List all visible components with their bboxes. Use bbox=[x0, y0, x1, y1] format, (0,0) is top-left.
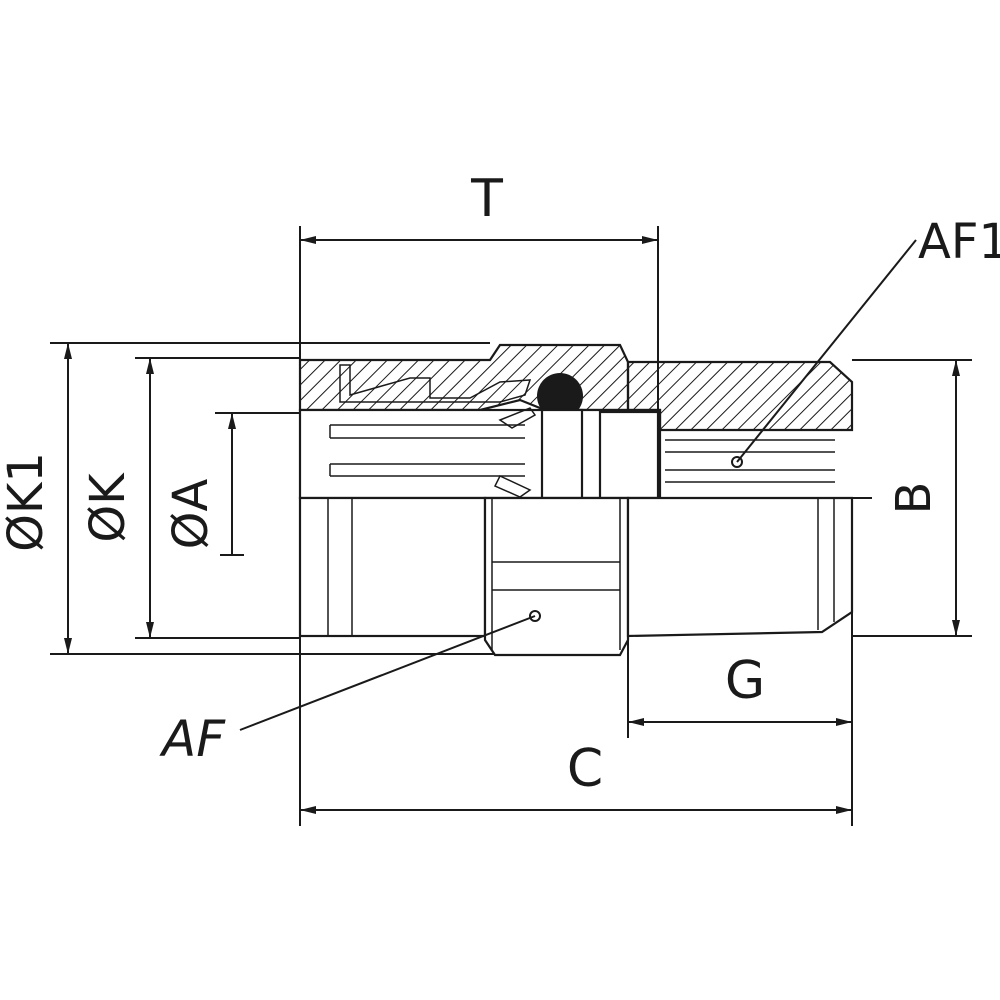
hex-nut bbox=[483, 496, 630, 657]
collet-pocket bbox=[339, 364, 532, 403]
label-K: ØK bbox=[80, 472, 136, 543]
label-C: C bbox=[567, 739, 603, 799]
label-B: B bbox=[886, 482, 942, 515]
label-A: ØA bbox=[163, 479, 219, 550]
label-AF: AF bbox=[159, 710, 226, 768]
hatched-section-right bbox=[626, 360, 854, 432]
center-pin bbox=[540, 408, 584, 500]
o-ring-seal bbox=[537, 373, 583, 419]
collet-fingers bbox=[329, 407, 537, 498]
label-T: T bbox=[470, 169, 503, 229]
body-lower-left bbox=[298, 496, 487, 638]
label-AF1: AF1 bbox=[918, 214, 1000, 270]
af-leader bbox=[239, 615, 536, 731]
male-thread bbox=[626, 496, 854, 638]
dimension-labels: T AF1 ØK1 ØK ØA B G AF C bbox=[0, 169, 1000, 799]
label-K1: ØK1 bbox=[0, 452, 54, 552]
af1-leader bbox=[736, 239, 917, 463]
release-ring-lines bbox=[327, 498, 353, 636]
inner-ring bbox=[598, 410, 660, 500]
dimension-lines bbox=[50, 226, 972, 826]
inner-thread-lines bbox=[665, 439, 835, 483]
label-G: G bbox=[725, 651, 765, 711]
fitting-body bbox=[298, 343, 854, 657]
